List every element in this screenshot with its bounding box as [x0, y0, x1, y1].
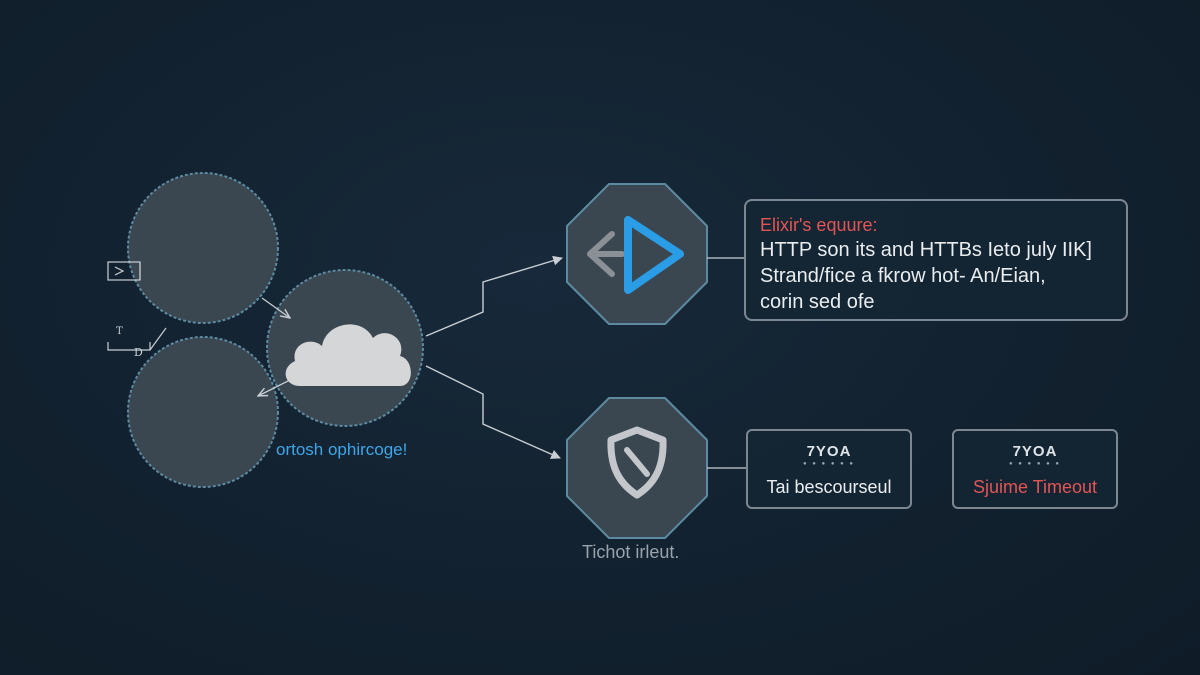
bracket-annotation	[107, 327, 167, 351]
cloud-icon	[285, 324, 411, 386]
info-panel: Elixir's equure: HTTP son its and HTTBs …	[744, 199, 1128, 321]
connector-cloud-to-shield	[425, 365, 561, 459]
info-line-3: corin sed ofe	[760, 291, 875, 313]
info-line-2: Strand/fice a fkrow hot- An/Eian,	[760, 265, 1046, 287]
node-circle-top[interactable]	[127, 172, 279, 324]
shield-icon	[607, 426, 667, 499]
info-line-1: HTTP son its and HTTBs Ieto july IIK]	[760, 239, 1092, 261]
status-box-success[interactable]: 7YOA ● ● ● ● ● ● Tai bescourseul	[746, 429, 912, 509]
marker-label-b: D	[134, 346, 143, 359]
port-marker-glyph	[114, 266, 125, 276]
status-box-timeout[interactable]: 7YOA ● ● ● ● ● ● Sjuime Timeout	[952, 429, 1118, 509]
status-code: 7YOA	[806, 443, 852, 460]
play-arrow-icon	[587, 216, 684, 294]
status-dots: ● ● ● ● ● ●	[802, 461, 856, 467]
play-node[interactable]	[566, 183, 708, 325]
status-text-timeout: Sjuime Timeout	[972, 477, 1098, 497]
shield-caption: Tichot irleut.	[582, 542, 680, 562]
status-text: Tai bescourseul	[766, 477, 892, 497]
marker-label-a: T	[116, 326, 123, 337]
connector-top-to-cloud	[261, 297, 290, 318]
cloud-caption: ortosh ophircoge!	[276, 440, 408, 459]
connector-cloud-to-play	[425, 255, 563, 337]
status-dots: ● ● ● ● ● ●	[1008, 461, 1062, 467]
node-circle-bottom[interactable]	[127, 336, 279, 488]
status-code: 7YOA	[1012, 443, 1058, 460]
info-title: Elixir's equure:	[760, 215, 878, 235]
shield-node[interactable]	[566, 397, 708, 539]
connector-cloud-to-bottom	[258, 379, 291, 396]
